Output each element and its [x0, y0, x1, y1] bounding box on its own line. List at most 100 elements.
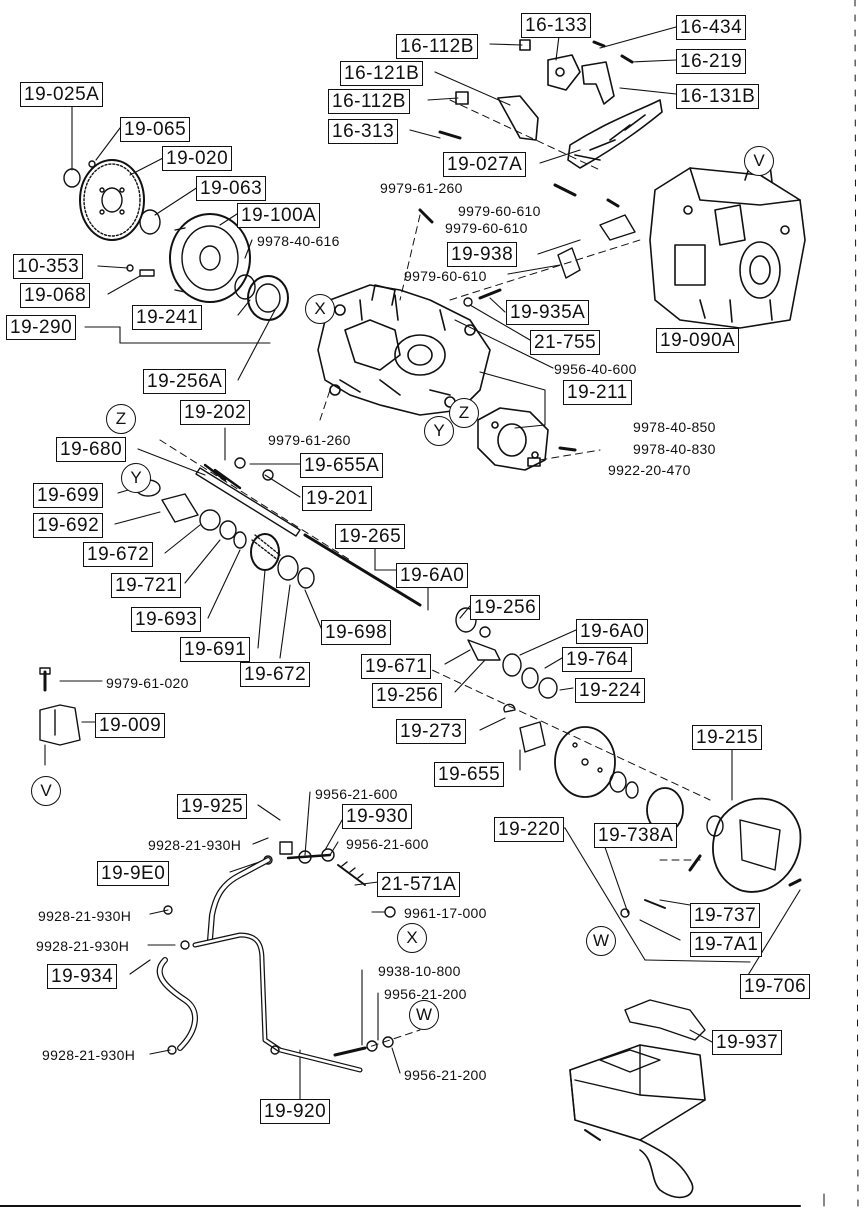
callout-19-737: 19-737	[690, 903, 761, 928]
reference-marker-w: W	[586, 926, 616, 956]
label-9978-40-616: 9978-40-616	[257, 233, 340, 249]
reference-marker-v: V	[31, 776, 61, 806]
callout-19-691: 19-691	[180, 637, 251, 662]
callout-19-934: 19-934	[47, 964, 118, 989]
callout-19-764: 19-764	[562, 647, 633, 672]
callout-19-100a: 19-100A	[237, 203, 321, 228]
callout-19-672: 19-672	[83, 542, 154, 567]
callout-19-9e0: 19-9E0	[97, 861, 170, 886]
callout-19-655a: 19-655A	[300, 453, 384, 478]
lower-right-assembly-drawing	[569, 999, 706, 1199]
callout-19-721: 19-721	[111, 573, 182, 598]
callout-19-706: 19-706	[740, 974, 811, 999]
label-9961-17-000: 9961-17-000	[404, 905, 487, 921]
callout-19-020: 19-020	[162, 146, 233, 171]
reference-marker-v: V	[744, 146, 774, 176]
callout-19-920: 19-920	[260, 1099, 331, 1124]
callout-19-938: 19-938	[447, 242, 518, 267]
label-9956-40-600: 9956-40-600	[554, 361, 637, 377]
callout-16-112b: 16-112B	[328, 89, 410, 114]
callout-19-937: 19-937	[712, 1030, 783, 1055]
reference-marker-w: W	[409, 1000, 439, 1030]
callout-19-009: 19-009	[95, 713, 166, 738]
housing-bracket-parts	[418, 183, 636, 307]
callout-19-925: 19-925	[177, 794, 248, 819]
callout-19-738a: 19-738A	[594, 823, 678, 848]
callout-19-224: 19-224	[575, 678, 646, 703]
label-9956-21-200: 9956-21-200	[404, 1067, 487, 1083]
reference-marker-z: Z	[106, 404, 136, 434]
label-9956-21-600: 9956-21-600	[346, 836, 429, 852]
callout-19-090a: 19-090A	[656, 328, 740, 353]
callout-19-273: 19-273	[396, 719, 467, 744]
callout-19-256a: 19-256A	[143, 369, 227, 394]
callout-16-313: 16-313	[328, 119, 399, 144]
callout-19-063: 19-063	[196, 176, 267, 201]
callout-19-930: 19-930	[342, 804, 413, 829]
upper-cover-group	[438, 39, 663, 169]
reference-marker-y: Y	[121, 463, 151, 493]
case-cover-drawing	[477, 407, 577, 471]
callout-19-290: 19-290	[6, 315, 77, 340]
callout-19-935a: 19-935A	[506, 300, 590, 325]
differential-group-drawing	[503, 703, 802, 918]
callout-19-693: 19-693	[131, 607, 202, 632]
callout-19-211: 19-211	[563, 380, 632, 405]
callout-19-6a0: 19-6A0	[396, 563, 469, 588]
callout-19-692: 19-692	[33, 513, 104, 538]
reference-marker-x: X	[305, 294, 335, 324]
callout-19-202: 19-202	[180, 400, 251, 425]
callout-16-112b: 16-112B	[396, 34, 478, 59]
callout-19-256: 19-256	[372, 683, 443, 708]
label-9979-60-610: 9979-60-610	[458, 203, 541, 219]
callout-16-219: 16-219	[676, 49, 747, 74]
callout-19-265: 19-265	[335, 524, 406, 549]
callout-19-655: 19-655	[434, 762, 505, 787]
label-9978-40-830: 9978-40-830	[633, 441, 716, 457]
callout-10-353: 10-353	[13, 254, 84, 279]
callout-19-256: 19-256	[470, 595, 541, 620]
label-9956-21-600: 9956-21-600	[315, 786, 398, 802]
callout-21-755: 21-755	[530, 330, 601, 355]
bracket-19-009-drawing	[39, 667, 81, 746]
callout-16-434: 16-434	[676, 15, 747, 40]
callout-19-215: 19-215	[692, 725, 763, 750]
callout-19-680: 19-680	[56, 437, 127, 462]
label-9922-20-470: 9922-20-470	[608, 462, 691, 478]
callout-21-571a: 21-571A	[377, 872, 461, 897]
callout-19-671: 19-671	[361, 654, 432, 679]
flywheel-torque-converter-group	[63, 159, 289, 321]
label-9979-61-260: 9979-61-260	[380, 180, 463, 196]
label-9928-21-930h: 9928-21-930H	[42, 1047, 136, 1063]
callout-19-065: 19-065	[120, 117, 191, 142]
callout-19-027a: 19-027A	[443, 152, 527, 177]
callout-16-121b: 16-121B	[340, 61, 424, 86]
label-9956-21-200: 9956-21-200	[384, 986, 467, 1002]
callout-19-241: 19-241	[132, 305, 203, 330]
dashed-assembly-lines	[159, 99, 711, 1051]
reference-marker-z: Z	[449, 398, 479, 428]
label-9928-21-930h: 9928-21-930H	[38, 908, 132, 924]
scan-edge	[854, 0, 859, 1215]
callout-16-133: 16-133	[521, 13, 592, 38]
callout-19-201: 19-201	[302, 486, 373, 511]
label-9978-40-850: 9978-40-850	[633, 419, 716, 435]
reference-marker-y: Y	[424, 416, 454, 446]
label-9979-60-610: 9979-60-610	[404, 268, 487, 284]
callout-19-698: 19-698	[321, 620, 392, 645]
callout-19-699: 19-699	[33, 483, 104, 508]
callout-19-025a: 19-025A	[20, 82, 104, 107]
label-9928-21-930h: 9928-21-930H	[36, 938, 130, 954]
transmission-housing-drawing	[649, 164, 806, 329]
callout-16-131b: 16-131B	[676, 84, 760, 109]
cooler-hose-group	[156, 841, 396, 1073]
callout-19-6a0: 19-6A0	[576, 619, 649, 644]
callout-19-220: 19-220	[494, 817, 565, 842]
label-9938-10-800: 9938-10-800	[378, 963, 461, 979]
label-9979-61-020: 9979-61-020	[106, 675, 189, 691]
label-9979-61-260: 9979-61-260	[268, 432, 351, 448]
callout-19-672: 19-672	[240, 662, 311, 687]
reference-marker-x: X	[397, 923, 427, 953]
